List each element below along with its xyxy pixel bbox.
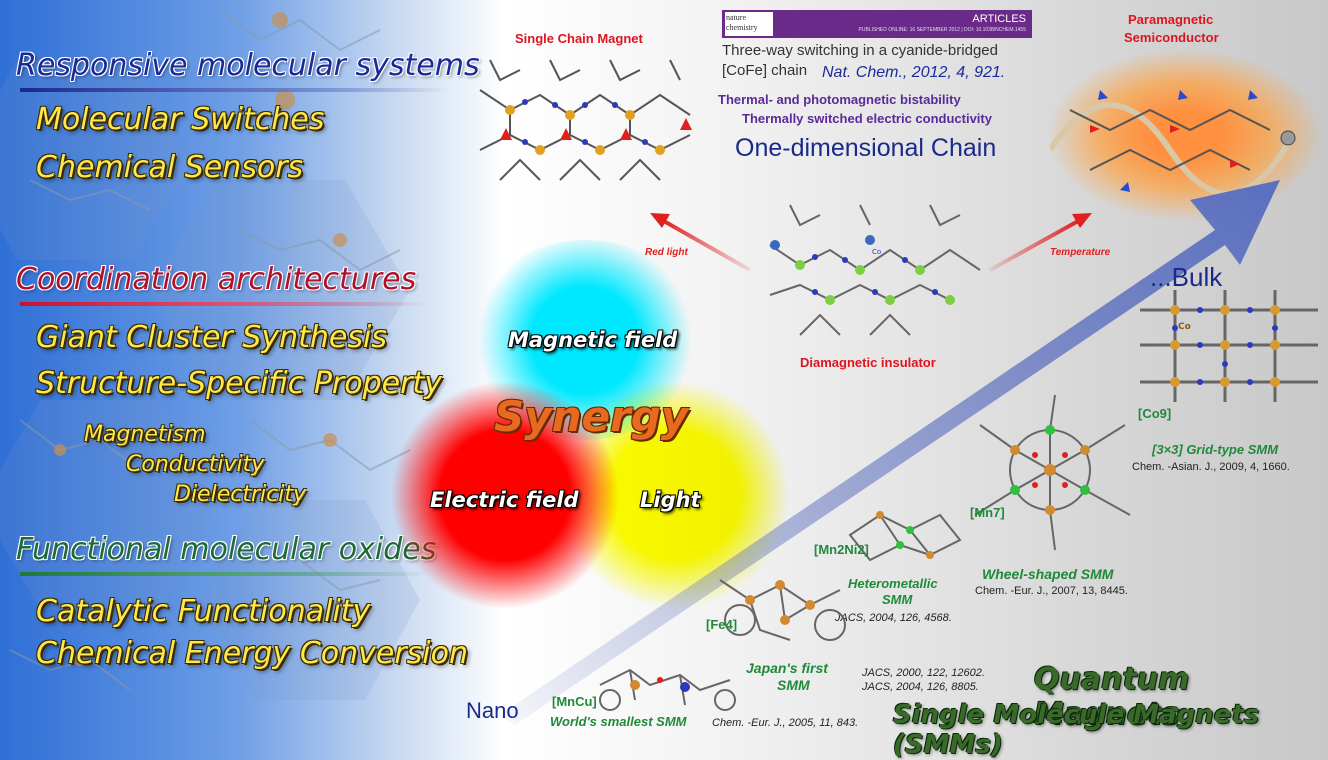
- background-molecule-graphic: [9, 9, 411, 691]
- paper-title-line1: Three-way switching in a cyanide-bridged: [722, 42, 998, 59]
- fe4-citation-2: JACS, 2004, 126, 8805.: [862, 681, 979, 693]
- mn7-tag: [Mn7]: [970, 505, 1005, 520]
- single-chain-magnet-label: Single Chain Magnet: [515, 31, 643, 46]
- co-label-center: Co: [872, 248, 882, 256]
- section-title-coordination: Coordination architectures: [16, 262, 417, 297]
- articles-label: ARTICLES: [972, 13, 1026, 25]
- item-structure-property: Structure-Specific Property: [36, 366, 442, 401]
- light-circle: [560, 380, 790, 610]
- mncu-title: World's smallest SMM: [550, 714, 687, 729]
- mn2ni2-title-1: Heterometallic: [848, 576, 938, 591]
- nano-label: Nano: [466, 698, 519, 723]
- fe4-tag: [Fe4]: [706, 617, 738, 632]
- section-underline: [20, 572, 430, 576]
- nano-to-bulk-arrow: [500, 180, 1280, 725]
- grid-smm-title: [3×3] Grid-type SMM: [1152, 442, 1279, 457]
- bistability-text: Thermal- and photomagnetic bistability: [718, 92, 961, 107]
- smm-title: Single Molecule Magnets (SMMs): [893, 700, 1260, 760]
- mn2ni2-title-2: SMM: [882, 592, 913, 607]
- item-chemical-sensors: Chemical Sensors: [36, 150, 304, 185]
- section-title-oxides: Functional molecular oxides: [16, 532, 437, 567]
- conductivity-text: Thermally switched electric conductivity: [742, 111, 992, 126]
- published-line: PUBLISHED ONLINE: 16 SEPTEMBER 2012 | DO…: [858, 27, 1026, 33]
- co-label-grid: Co: [1178, 322, 1191, 332]
- mn2ni2-tag: [Mn2Ni2]: [814, 542, 869, 557]
- subitem-conductivity: Conductivity: [126, 452, 265, 477]
- paper-title-line2: [CoFe] chain: [722, 62, 808, 79]
- one-dimensional-chain-title: One-dimensional Chain: [735, 134, 997, 162]
- mn7-wheel-structure: [974, 394, 1131, 551]
- magnetic-field-label: Magnetic field: [508, 328, 678, 352]
- fe4-citation-1: JACS, 2000, 122, 12602.: [862, 667, 985, 679]
- mn2ni2-structure: [848, 511, 962, 562]
- item-catalytic: Catalytic Functionality: [36, 594, 371, 629]
- mncu-structure: [599, 668, 736, 711]
- fe4-structure: [719, 579, 846, 641]
- paramagnetic-label-1: Paramagnetic: [1128, 12, 1214, 27]
- item-giant-cluster: Giant Cluster Synthesis: [36, 320, 387, 355]
- semiconductor-glow: [1050, 50, 1320, 220]
- mncu-tag: [MnCu]: [552, 694, 597, 709]
- item-molecular-switches: Molecular Switches: [36, 102, 325, 137]
- bulk-label: ...Bulk: [1150, 262, 1223, 292]
- subitem-magnetism: Magnetism: [84, 422, 206, 447]
- paper-citation: Nat. Chem., 2012, 4, 921.: [822, 64, 1006, 81]
- quantum-magnets-title: Quantum Magnets: [1034, 662, 1190, 732]
- item-energy-conversion: Chemical Energy Conversion: [36, 636, 469, 671]
- grid-smm-structure: [1140, 290, 1318, 402]
- single-chain-structure: [479, 59, 692, 181]
- synergy-title: Synergy: [494, 392, 689, 441]
- section-underline: [20, 88, 450, 92]
- transition-arrows: [650, 213, 1092, 272]
- mn7-citation: Chem. -Eur. J., 2007, 13, 8445.: [975, 585, 1128, 597]
- grid-smm-citation: Chem. -Asian. J., 2009, 4, 1660.: [1132, 461, 1290, 473]
- subitem-dielectricity: Dielectricity: [174, 482, 306, 507]
- diamagnetic-label: Diamagnetic insulator: [800, 355, 936, 370]
- temperature-label: Temperature: [1050, 247, 1111, 258]
- section-underline: [20, 302, 430, 306]
- mn2ni2-citation: JACS, 2004, 126, 4568.: [835, 612, 952, 624]
- section-title-responsive: Responsive molecular systems: [16, 48, 480, 83]
- journal-logo: nature chemistry: [725, 12, 773, 36]
- journal-banner: nature chemistry ARTICLES PUBLISHED ONLI…: [722, 10, 1032, 38]
- diamagnetic-chain-structure: [769, 204, 981, 336]
- paramagnetic-label-2: Semiconductor: [1124, 30, 1219, 45]
- mncu-citation: Chem. -Eur. J., 2005, 11, 843.: [712, 717, 859, 729]
- light-label: Light: [640, 488, 701, 512]
- fe4-title-1: Japan's first: [746, 660, 828, 676]
- electric-field-label: Electric field: [430, 488, 579, 512]
- fe4-title-2: SMM: [777, 677, 810, 693]
- red-light-label: Red light: [645, 247, 688, 258]
- grid-smm-tag: [Co9]: [1138, 406, 1172, 421]
- mn7-title: Wheel-shaped SMM: [982, 566, 1114, 582]
- semiconductor-structure: [1050, 90, 1296, 197]
